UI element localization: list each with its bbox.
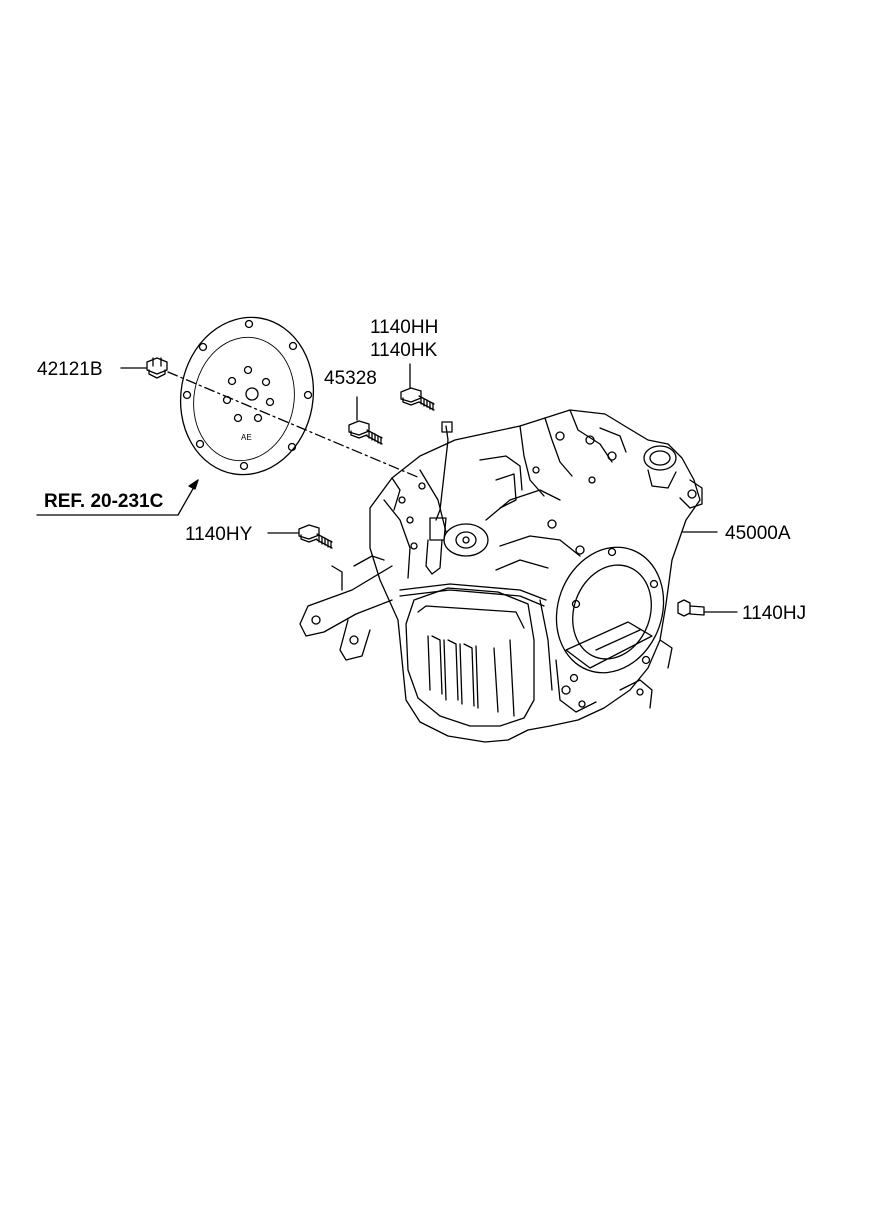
- part-label-42121b: 42121B: [37, 359, 103, 380]
- flex-plate: AE: [179, 316, 315, 476]
- part-label-1140hy: 1140HY: [185, 524, 253, 545]
- transmission-assembly: [299, 409, 703, 743]
- bolt-1140hy: [298, 524, 333, 549]
- svg-text:AE: AE: [241, 433, 252, 442]
- part-label-1140hh: 1140HH: [370, 317, 439, 338]
- reference-label: REF. 20-231C: [44, 491, 164, 512]
- bolt-1140hj: [677, 599, 705, 617]
- part-label-1140hj: 1140HJ: [742, 603, 807, 624]
- part-label-1140hk: 1140HK: [370, 340, 438, 361]
- bolt-45328: [348, 420, 383, 445]
- part-label-45000a: 45000A: [725, 523, 791, 544]
- part-label-45328: 45328: [324, 368, 377, 389]
- bolt-42121b: [146, 357, 168, 379]
- bolt-1140hh: [400, 387, 435, 411]
